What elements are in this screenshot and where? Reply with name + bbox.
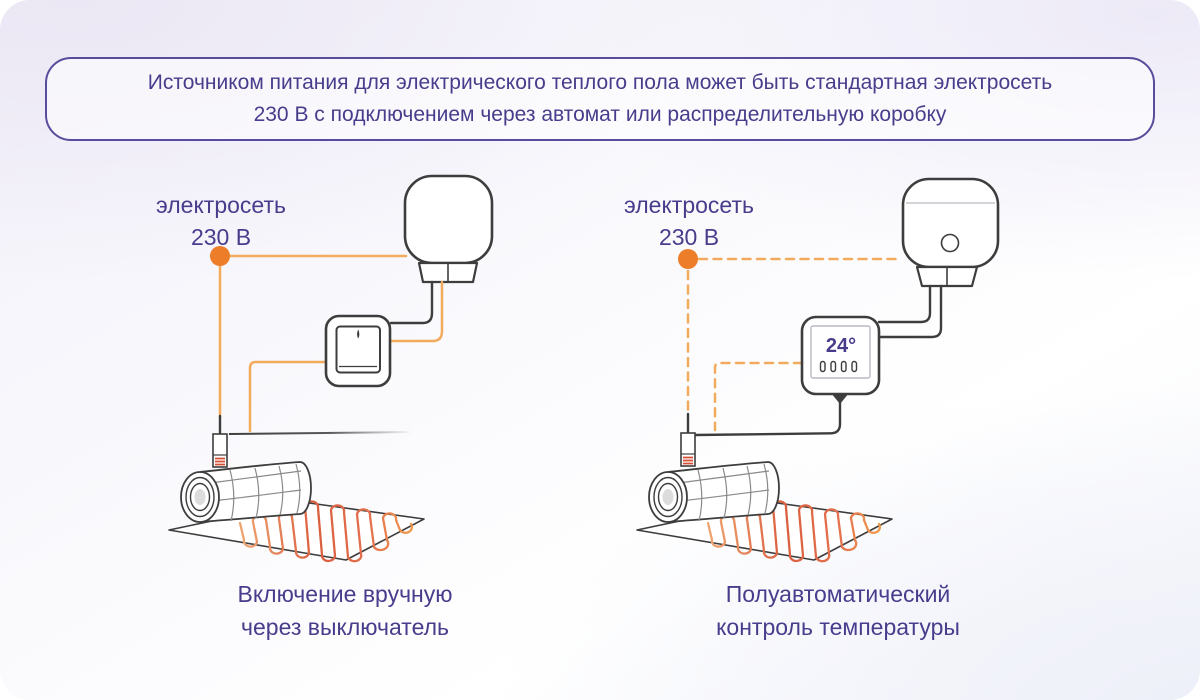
thermostat-display: 24°: [826, 335, 856, 357]
left-caption-line1: Включение вручную: [237, 581, 453, 607]
thermostat-icon: 24°: [800, 315, 881, 404]
left-diagram: электросеть 230 В: [156, 174, 494, 563]
power-connector-icon: [212, 433, 228, 468]
left-power-label-line2: 230 В: [191, 224, 251, 250]
mat-cold-lead-line: [228, 431, 413, 435]
header-banner: Источником питания для электрического те…: [45, 57, 1155, 141]
wall-switch-icon: [324, 314, 392, 388]
left-power-label-line1: электросеть: [156, 192, 286, 218]
left-caption: Включение вручную через выключатель: [135, 578, 555, 644]
power-source-dot-icon: [678, 249, 698, 269]
power-connector-icon: [680, 432, 696, 467]
right-power-label-line2: 230 В: [659, 224, 719, 250]
thermostat-to-mat-wire: [693, 400, 842, 437]
heating-mat-roll-icon: [635, 460, 894, 563]
right-power-wires: [686, 257, 899, 432]
thermostat-buttons: [819, 360, 858, 373]
header-line2: 230 В с подключением через автомат или р…: [253, 103, 947, 126]
junction-box-icon: [901, 177, 1000, 288]
power-source-dot-icon: [210, 246, 230, 266]
header-line1: Источником питания для электрического те…: [147, 71, 1053, 94]
device-to-switch-wire-orange: [389, 280, 444, 343]
device-to-thermostat-wire: [877, 284, 943, 339]
device-to-thermostat-wire: [877, 284, 932, 324]
heating-mat-roll-icon: [167, 460, 426, 563]
left-power-wires: [218, 254, 408, 433]
device-to-switch-wire: [389, 280, 434, 325]
right-diagram: электросеть 230 В: [624, 177, 1000, 563]
right-caption-line2: контроль температуры: [716, 614, 960, 640]
left-caption-line2: через выключатель: [241, 614, 449, 640]
right-caption: Полуавтоматический контроль температуры: [628, 578, 1048, 644]
right-power-label-line1: электросеть: [624, 192, 754, 218]
junction-box-icon: [403, 174, 494, 284]
right-caption-line1: Полуавтоматический: [725, 581, 951, 607]
